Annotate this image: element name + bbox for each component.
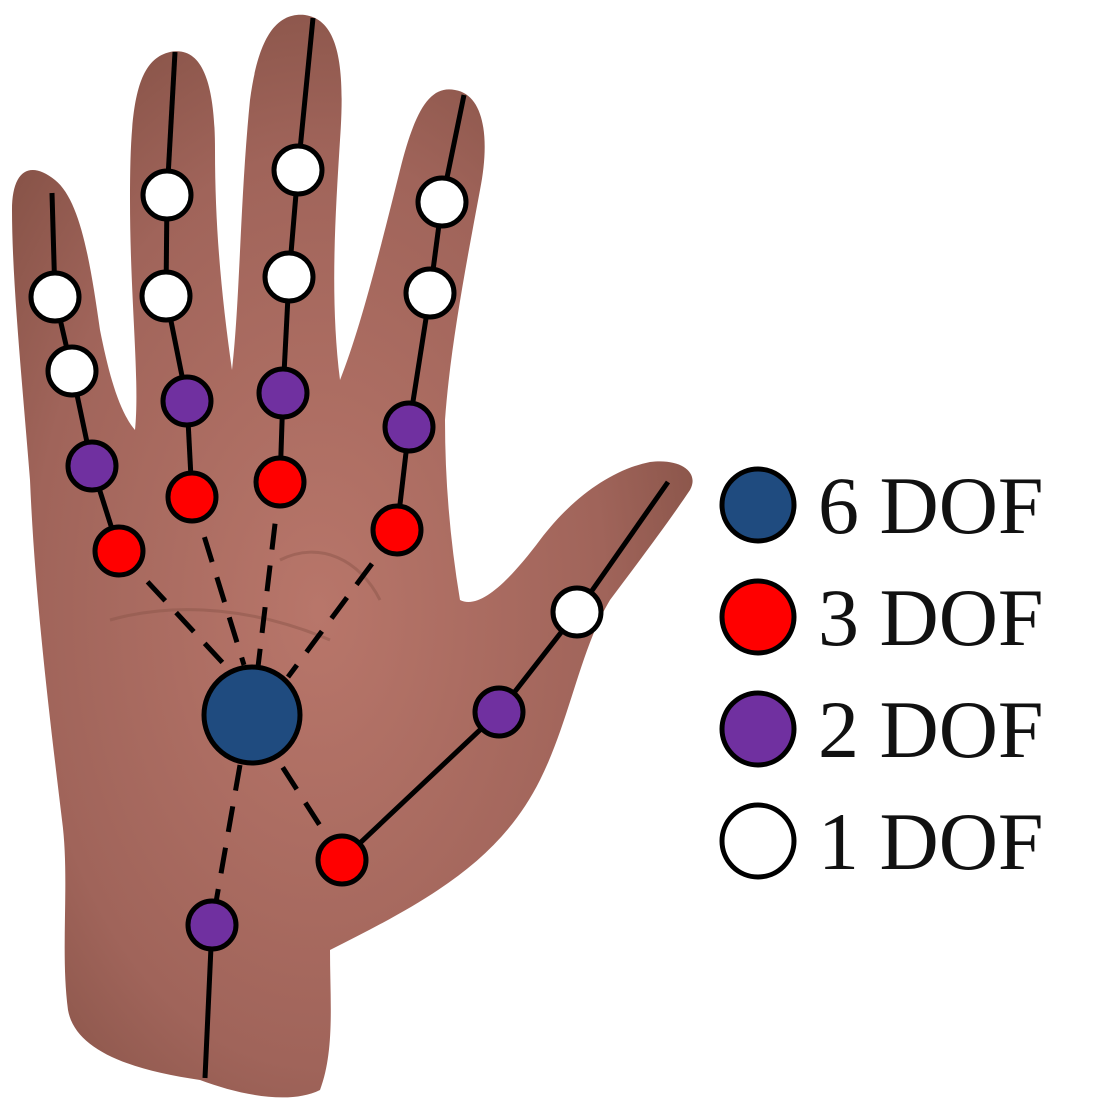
legend-swatch-3-dof — [722, 581, 794, 653]
legend-label-2-dof: 2 DOF — [818, 684, 1044, 775]
joint-index-dip — [418, 178, 466, 226]
joint-middle-cmc — [256, 458, 304, 506]
joint-thumb-mcp — [475, 688, 523, 736]
legend-swatch-2-dof — [722, 693, 794, 765]
joint-ring-mcp — [163, 377, 211, 425]
legend-item-3-dof: 3 DOF — [722, 572, 1044, 663]
joint-little-dip — [31, 273, 79, 321]
joint-index-mcp — [385, 403, 433, 451]
joint-middle-dip — [274, 146, 322, 194]
legend-label-1-dof: 1 DOF — [818, 796, 1044, 887]
legend-label-3-dof: 3 DOF — [818, 572, 1044, 663]
joint-wrist — [188, 901, 236, 949]
legend-item-2-dof: 2 DOF — [722, 684, 1044, 775]
joint-ring-pip — [142, 272, 190, 320]
joint-index-cmc — [373, 506, 421, 554]
joint-thumb-cmc — [318, 836, 366, 884]
legend-swatch-6-dof — [722, 469, 794, 541]
legend-swatch-1-dof — [722, 805, 794, 877]
legend-item-6-dof: 6 DOF — [722, 460, 1044, 551]
joint-middle-mcp — [259, 369, 307, 417]
joint-little-cmc — [95, 527, 143, 575]
joint-thumb-ip — [553, 588, 601, 636]
joint-ring-dip — [143, 171, 191, 219]
joint-little-pip — [48, 347, 96, 395]
joint-middle-pip — [265, 253, 313, 301]
joint-ring-cmc — [168, 473, 216, 521]
legend-item-1-dof: 1 DOF — [722, 796, 1044, 887]
legend-label-6-dof: 6 DOF — [818, 460, 1044, 551]
joint-palm-root — [204, 667, 300, 763]
legend: 6 DOF 3 DOF 2 DOF 1 DOF — [722, 460, 1044, 887]
joint-little-mcp — [68, 442, 116, 490]
joint-index-pip — [406, 269, 454, 317]
